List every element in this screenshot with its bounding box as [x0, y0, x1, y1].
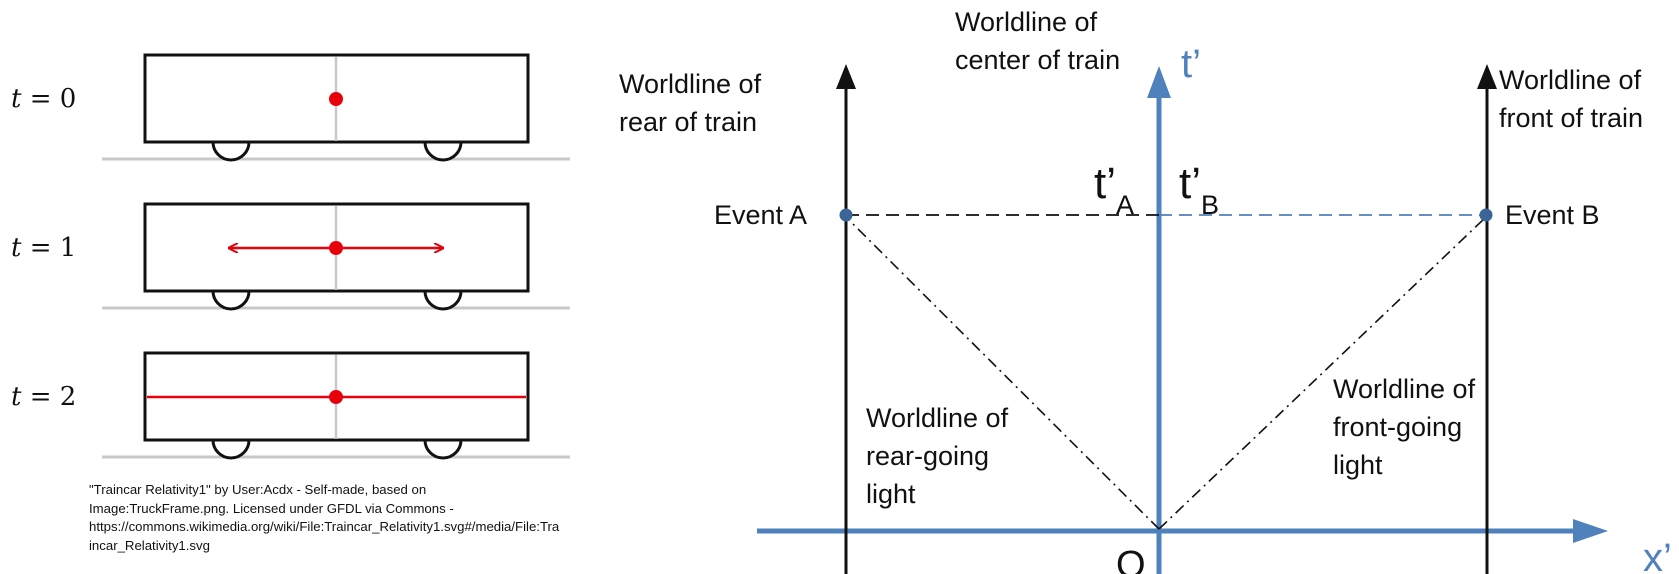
time-label-2: t = 2	[11, 382, 76, 412]
wheel-left	[211, 290, 251, 311]
rear-going-light-worldline	[845, 216, 1160, 530]
wheel-right	[423, 439, 463, 460]
front-going-light-label-3: light	[1333, 450, 1383, 480]
caption-line-1: "Traincar Relativity1" by User:Acdx - Se…	[89, 482, 427, 497]
event-a-label: Event A	[714, 200, 807, 230]
front-worldline-label-2: front of train	[1499, 103, 1643, 133]
t-axis-arrowhead	[1147, 66, 1171, 98]
front-worldline-label-1: Worldline of	[1499, 65, 1642, 95]
traincar-panel-1: t = 1	[11, 202, 570, 311]
light-source-dot	[329, 92, 343, 106]
wheel-left	[211, 439, 251, 460]
rear-going-light-label-2: rear-going	[866, 441, 989, 471]
caption-line-4: incar_Relativity1.svg	[89, 537, 210, 553]
rear-going-light-label-3: light	[866, 479, 916, 509]
caption-line-2: Image:TruckFrame.png. Licensed under GFD…	[89, 500, 454, 516]
event-b-label: Event B	[1505, 200, 1600, 230]
light-source-dot	[329, 241, 343, 255]
x-prime-axis-label: x’	[1643, 536, 1672, 574]
wheel-left	[211, 141, 251, 162]
t-prime-a-label: t’A	[1094, 159, 1134, 220]
caption-line-3: https://commons.wikimedia.org/wiki/File:…	[89, 519, 560, 534]
event-a-marker	[839, 208, 853, 222]
rear-worldline-arrowhead	[836, 64, 856, 89]
rear-worldline-label-2: rear of train	[619, 107, 757, 137]
front-worldline-arrowhead	[1477, 64, 1497, 89]
center-worldline-label-1: Worldline of	[955, 7, 1098, 37]
front-going-light-label-2: front-going	[1333, 412, 1462, 442]
rear-going-light-label-1: Worldline of	[866, 403, 1009, 433]
t-prime-axis-label: t’	[1181, 42, 1201, 86]
light-source-dot	[329, 390, 343, 404]
image-attribution-caption: "Traincar Relativity1" by User:Acdx - Se…	[89, 481, 699, 555]
front-going-light-worldline	[1158, 216, 1487, 530]
origin-label: O	[1116, 544, 1146, 574]
event-b-marker	[1479, 208, 1493, 222]
x-axis-arrowhead	[1573, 519, 1608, 543]
traincar-panel-2: t = 2	[11, 351, 570, 460]
spacetime-diagram: Worldline of rear of train Worldline of …	[619, 7, 1672, 574]
wheel-right	[423, 290, 463, 311]
traincar-panel-0: t = 0	[11, 53, 570, 162]
t-prime-b-label: t’B	[1179, 159, 1219, 220]
wheel-right	[423, 141, 463, 162]
rear-worldline-label-1: Worldline of	[619, 69, 762, 99]
front-going-light-label-1: Worldline of	[1333, 374, 1476, 404]
time-label-0: t = 0	[11, 84, 76, 114]
time-label-1: t = 1	[11, 233, 76, 263]
center-worldline-label-2: center of train	[955, 45, 1120, 75]
